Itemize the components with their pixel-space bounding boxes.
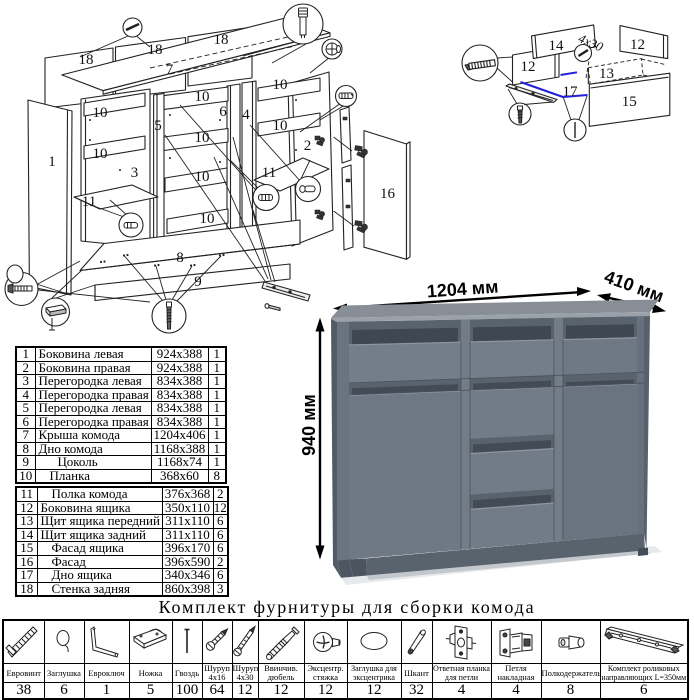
svg-text:5: 5 [154, 118, 162, 134]
svg-text:12: 12 [521, 59, 536, 75]
svg-text:9: 9 [194, 274, 202, 290]
svg-text:8: 8 [176, 250, 184, 266]
svg-text:14: 14 [549, 38, 565, 54]
svg-text:10: 10 [93, 105, 108, 121]
svg-text:11: 11 [262, 165, 276, 181]
svg-text:16: 16 [380, 186, 396, 202]
svg-text:18: 18 [79, 52, 94, 68]
svg-text:1: 1 [48, 154, 56, 170]
svg-text:11: 11 [82, 194, 96, 210]
svg-text:10: 10 [195, 89, 210, 105]
svg-text:10: 10 [93, 146, 108, 162]
svg-text:18: 18 [214, 32, 229, 48]
svg-text:13: 13 [599, 66, 614, 82]
svg-text:10: 10 [273, 118, 288, 134]
svg-text:12: 12 [630, 37, 645, 53]
svg-text:10: 10 [273, 77, 288, 93]
svg-text:10: 10 [195, 169, 210, 185]
svg-text:2: 2 [304, 138, 312, 154]
svg-text:18: 18 [148, 42, 163, 58]
svg-text:17: 17 [563, 84, 579, 100]
svg-text:940 мм: 940 мм [299, 394, 319, 456]
svg-text:6: 6 [219, 104, 227, 120]
svg-text:3: 3 [131, 165, 139, 181]
svg-text:15: 15 [622, 94, 637, 110]
svg-text:7: 7 [166, 62, 174, 78]
svg-text:10: 10 [200, 211, 215, 227]
svg-text:1204 мм: 1204 мм [426, 277, 499, 302]
svg-text:4: 4 [242, 107, 250, 123]
svg-text:10: 10 [195, 130, 210, 146]
